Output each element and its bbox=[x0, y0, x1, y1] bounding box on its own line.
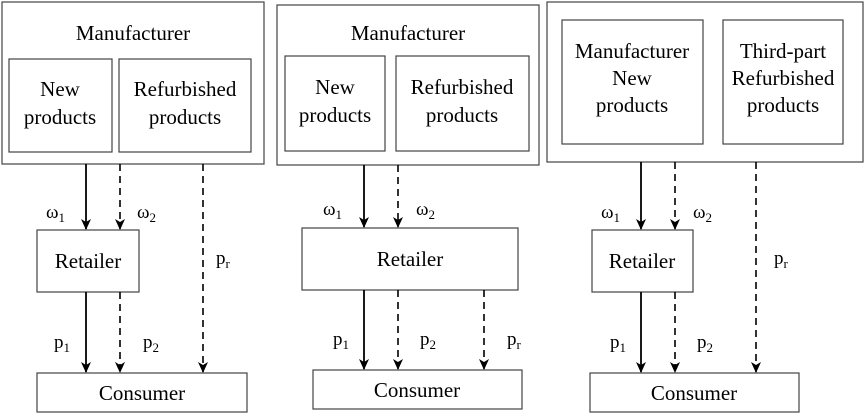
retailer-box bbox=[591, 229, 694, 293]
label-w2: ω2 bbox=[416, 199, 435, 222]
refurbished-products-box bbox=[395, 55, 530, 152]
refurbished-products-line1: Refurbished bbox=[134, 77, 237, 101]
panel-c: Manufacturer New products Third-part Ref… bbox=[546, 1, 864, 413]
consumer-label: Consumer bbox=[99, 381, 185, 405]
panel-b: Manufacturer New products Refurbished pr… bbox=[276, 4, 540, 410]
new-products-line2: products bbox=[299, 103, 371, 127]
label-w1: ω1 bbox=[601, 202, 620, 225]
refurbished-products-line1: Refurbished bbox=[411, 75, 514, 99]
label-p1: p1 bbox=[333, 329, 349, 352]
manufacturer-line3: products bbox=[596, 93, 668, 117]
new-products-line1: New bbox=[40, 77, 80, 101]
retailer-box bbox=[36, 229, 140, 293]
consumer-box bbox=[36, 372, 248, 413]
consumer-label: Consumer bbox=[651, 381, 737, 405]
manufacturer-label: Manufacturer bbox=[76, 21, 190, 45]
retailer-label: Retailer bbox=[377, 247, 443, 271]
label-w2: ω2 bbox=[693, 202, 712, 225]
panel-a: Manufacturer New products Refurbished pr… bbox=[1, 1, 265, 413]
label-p2: p2 bbox=[697, 332, 713, 355]
label-w1: ω1 bbox=[323, 199, 342, 222]
label-p2: p2 bbox=[420, 329, 436, 352]
refurbished-products-line2: products bbox=[149, 105, 221, 129]
label-pr: pr bbox=[774, 248, 789, 271]
retailer-box bbox=[301, 227, 519, 291]
label-w1: ω1 bbox=[46, 202, 65, 225]
label-w2: ω2 bbox=[137, 202, 156, 225]
consumer-label: Consumer bbox=[374, 378, 460, 402]
third-part-refurbished-box bbox=[722, 19, 844, 145]
refurbished-products-box bbox=[118, 58, 252, 153]
label-p2: p2 bbox=[143, 332, 159, 355]
manufacturer-line2: New bbox=[612, 66, 652, 90]
new-products-box bbox=[284, 55, 386, 152]
manufacturer-line1: Manufacturer bbox=[575, 39, 689, 63]
label-pr: pr bbox=[216, 248, 231, 271]
label-pr: pr bbox=[507, 329, 522, 352]
consumer-box bbox=[589, 372, 800, 413]
label-p1: p1 bbox=[610, 332, 626, 355]
manufacturer-label: Manufacturer bbox=[351, 21, 465, 45]
third-part-line1: Third-part bbox=[740, 39, 826, 63]
retailer-label: Retailer bbox=[55, 249, 121, 273]
new-products-line1: New bbox=[315, 75, 355, 99]
third-part-line2: Refurbished bbox=[732, 66, 835, 90]
refurbished-products-line2: products bbox=[426, 103, 498, 127]
label-p1: p1 bbox=[54, 332, 70, 355]
third-part-line3: products bbox=[747, 93, 819, 117]
new-products-box bbox=[8, 58, 113, 153]
retailer-label: Retailer bbox=[609, 249, 675, 273]
consumer-box bbox=[312, 369, 523, 410]
manufacturer-new-products-box bbox=[561, 19, 704, 145]
new-products-line2: products bbox=[24, 105, 96, 129]
